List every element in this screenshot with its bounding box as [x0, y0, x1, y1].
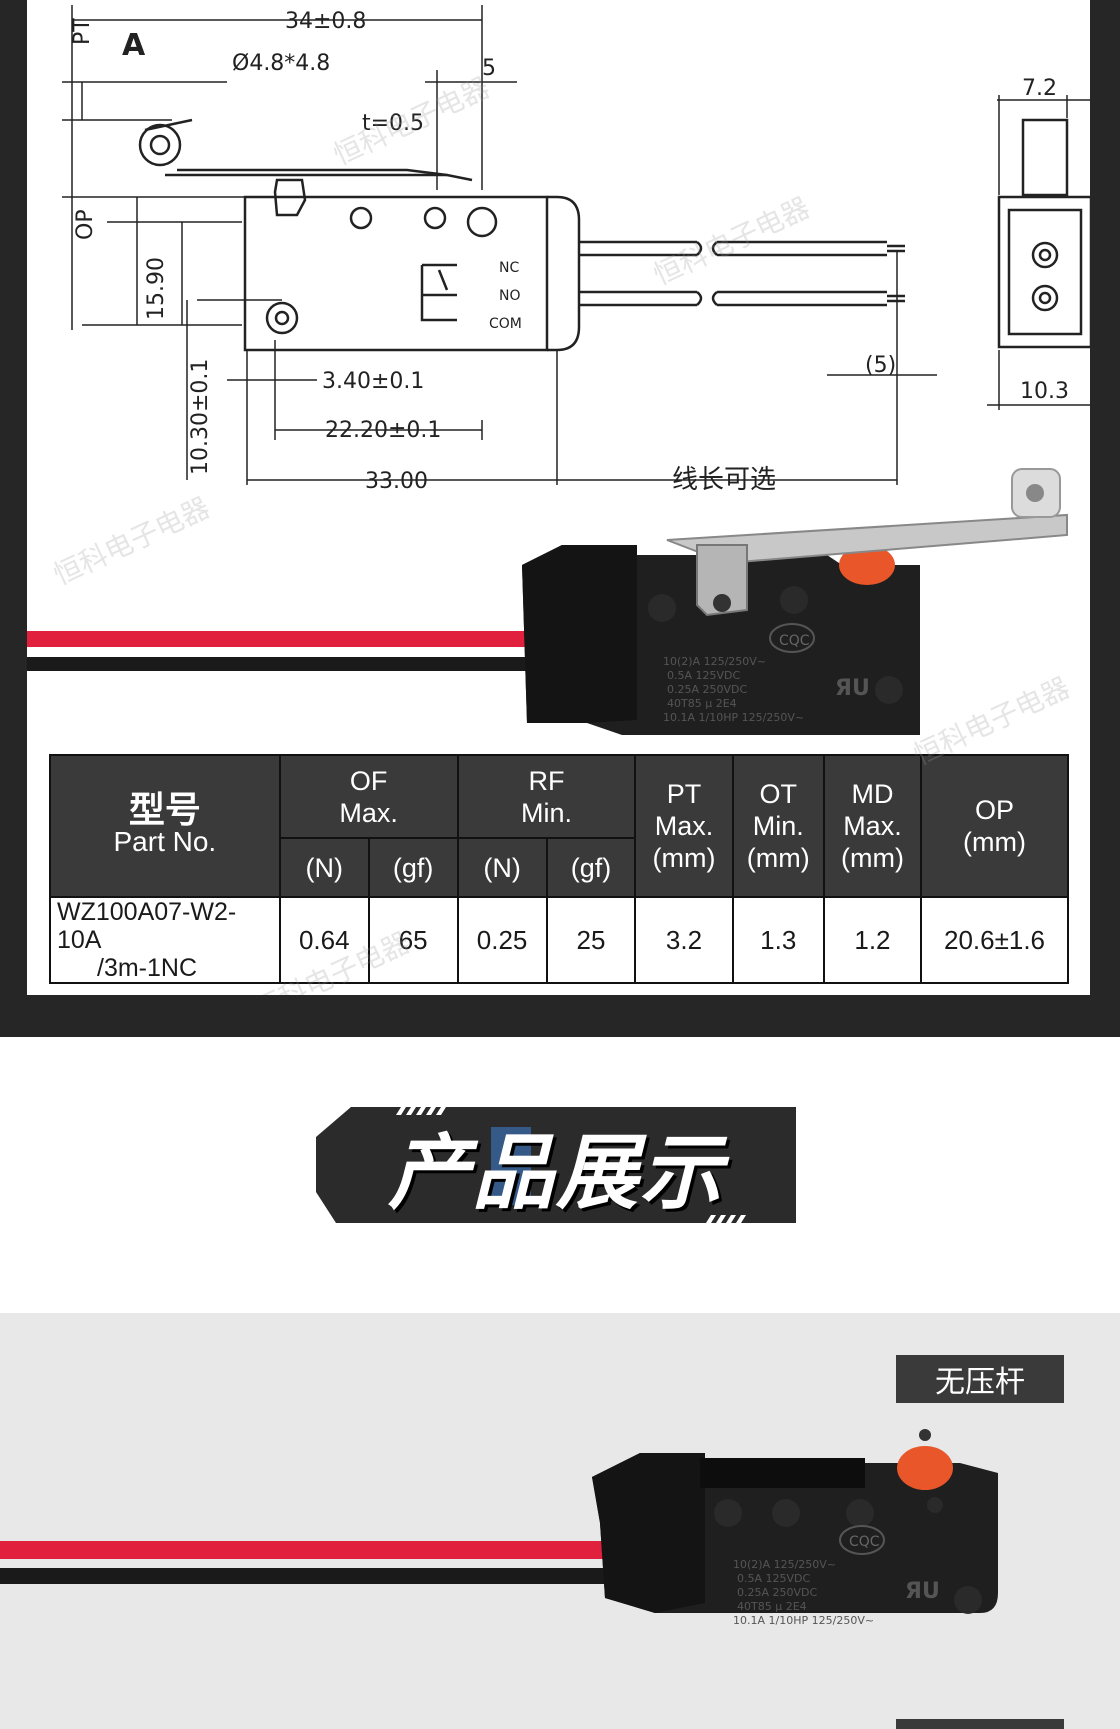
header-model: 型号 Part No.: [49, 754, 281, 898]
label-dim-72: 7.2: [1022, 76, 1057, 101]
ul-mark: ЯU: [835, 676, 870, 701]
cqc-mark: CQC: [779, 633, 810, 649]
label-no: NO: [499, 288, 521, 304]
label-roller: Ø4.8*4.8: [232, 51, 330, 76]
print-line-2: 0.5A 125VDC: [737, 1572, 811, 1585]
dimension-drawing: PT A 34±0.8 Ø4.8*4.8 5 t=0.5 OP 15.90 NC…: [62, 5, 1090, 495]
cell-rf-gf: 25: [545, 896, 637, 984]
print-line-2: 0.5A 125VDC: [667, 669, 741, 682]
label-op: OP: [73, 209, 98, 240]
header-of-n: (N): [278, 837, 370, 898]
cell-of-n: 0.64: [278, 896, 370, 984]
ul-mark: ЯU: [905, 1579, 940, 1604]
cell-rf-n: 0.25: [456, 896, 548, 984]
label-dim-1030: 10.30±0.1: [188, 359, 213, 475]
tag-no-lever: 无压杆: [896, 1355, 1064, 1403]
label-dim-103: 10.3: [1020, 379, 1069, 404]
spec-card: PT A 34±0.8 Ø4.8*4.8 5 t=0.5 OP 15.90 NC…: [27, 0, 1090, 995]
switch-photo-no-lever: CQC 10(2)A 125/250V~ 0.5A 125VDC 0.25A 2…: [0, 1429, 998, 1627]
label-a-arrow: A: [122, 28, 146, 63]
banner-shape: [316, 1107, 796, 1223]
print-line-1: 10(2)A 125/250V~: [733, 1558, 836, 1571]
print-line-4: 40T85 μ 2E4: [737, 1600, 807, 1613]
header-rf-gf: (gf): [545, 837, 637, 898]
print-line-5: 10.1A 1/10HP 125/250V~: [733, 1614, 874, 1627]
label-dim-1590: 15.90: [144, 257, 169, 320]
label-wire: 线长可选: [672, 465, 776, 495]
cqc-mark: CQC: [849, 1534, 880, 1550]
print-line-3: 0.25A 250VDC: [667, 683, 748, 696]
label-dim-5: 5: [482, 56, 496, 81]
switch-photo-lever: CQC 10(2)A 125/250V~ 0.5A 125VDC 0.25A 2…: [27, 468, 1068, 735]
label-dim-5p: (5): [865, 353, 896, 378]
label-nc: NC: [499, 260, 519, 276]
label-dim-2220: 22.20±0.1: [325, 418, 441, 443]
spec-panel: PT A 34±0.8 Ø4.8*4.8 5 t=0.5 OP 15.90 NC…: [0, 0, 1120, 1037]
cell-ot: 1.3: [731, 896, 825, 984]
label-com: COM: [489, 316, 522, 332]
table-row: WZ100A07-W2-10A /3m-1NC 0.64 65 0.25 25 …: [49, 896, 1069, 984]
label-pt: PT: [70, 18, 95, 45]
header-op: OP(mm): [920, 754, 1069, 898]
header-rf-n: (N): [456, 837, 548, 898]
print-line-4: 40T85 μ 2E4: [667, 697, 737, 710]
label-dim-34: 34±0.8: [285, 9, 366, 34]
cell-of-gf: 65: [367, 896, 459, 984]
label-dim-33: 33.00: [365, 469, 428, 494]
cell-pt: 3.2: [634, 896, 734, 984]
section-banner: 产品展示: [316, 1107, 796, 1223]
print-line-1: 10(2)A 125/250V~: [663, 655, 766, 668]
print-line-5: 10.1A 1/10HP 125/250V~: [663, 711, 804, 724]
showcase-panel: 无压杆 CQC 10(2)A 125/250V~ 0.5A 125VDC 0.2…: [0, 1313, 1120, 1729]
tag-next: [896, 1719, 1064, 1729]
print-line-3: 0.25A 250VDC: [737, 1586, 818, 1599]
cell-op: 20.6±1.6: [920, 896, 1069, 984]
cell-model: WZ100A07-W2-10A /3m-1NC: [49, 896, 281, 984]
label-t: t=0.5: [362, 111, 424, 136]
header-of-gf: (gf): [367, 837, 459, 898]
cell-md: 1.2: [822, 896, 923, 984]
banner-title: 产品展示: [388, 1125, 724, 1221]
label-dim-340: 3.40±0.1: [322, 369, 424, 394]
